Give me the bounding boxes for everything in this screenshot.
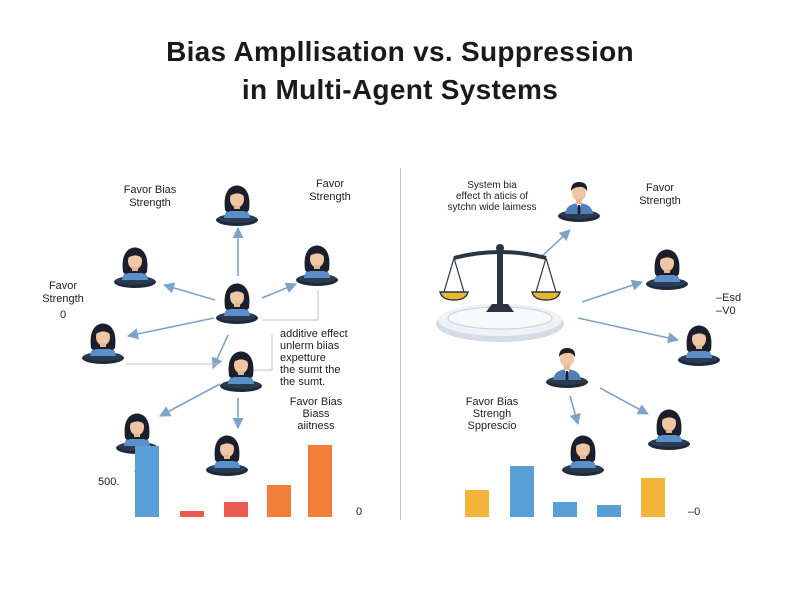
arrow-scale-to-right-lower xyxy=(577,317,680,344)
agent-right-top xyxy=(556,176,602,224)
label-line: Favor xyxy=(315,178,345,190)
label-line: Strengh xyxy=(472,408,512,420)
note-line: sytchn wide laimess xyxy=(447,202,537,213)
chart-bar xyxy=(597,505,621,517)
agent-female-icon xyxy=(676,320,722,368)
agent-left-upper-right xyxy=(294,240,340,288)
arrow-hub-to-left-middle xyxy=(126,317,215,340)
chart-bar xyxy=(180,511,204,517)
agent-female-icon xyxy=(294,240,340,288)
label-zero-left: 0 xyxy=(60,309,67,321)
label-line: Favor Bias xyxy=(465,396,519,408)
chart-up-arrow-icon xyxy=(134,458,158,472)
agent-left-center-lower xyxy=(218,346,264,394)
label-line: Strength xyxy=(639,195,681,207)
label-line: Favor Bias xyxy=(123,184,177,196)
agent-left-upper-left xyxy=(112,242,158,290)
arrow-mid-to-lower-left xyxy=(159,383,221,417)
note-line: expetture xyxy=(280,352,326,364)
axis-tick-500: 500. xyxy=(98,476,120,488)
panel-divider xyxy=(400,168,401,520)
agent-right-middle xyxy=(676,320,722,368)
arrow-hub-to-right-upper xyxy=(261,282,298,299)
agent-right-bottom xyxy=(560,430,606,478)
note-line: effect th aticis of xyxy=(455,191,529,202)
connector-hub-right xyxy=(262,290,319,321)
chart-bar xyxy=(135,446,159,517)
agent-right-center xyxy=(544,342,590,390)
note-line: the sumt. xyxy=(280,376,326,388)
diagram-title-line2: in Multi-Agent Systems xyxy=(241,74,559,105)
label-line: –V0 xyxy=(716,305,736,317)
agent-female-icon xyxy=(218,346,264,394)
chart-bar xyxy=(553,502,577,517)
agent-female-icon xyxy=(560,430,606,478)
agent-female-icon xyxy=(214,278,260,326)
chart-bar xyxy=(641,478,665,517)
agent-left-bottom xyxy=(204,430,250,478)
agent-female-icon xyxy=(112,242,158,290)
axis-tick-zero-left: 0 xyxy=(356,506,363,518)
arrow-hub-to-left-upper xyxy=(162,282,216,301)
label-line: Favor xyxy=(645,182,675,194)
arrow-agent-to-bottom xyxy=(569,395,581,426)
agent-female-icon xyxy=(80,318,126,366)
label-line: Strength xyxy=(129,197,171,209)
chart-bar xyxy=(510,466,534,517)
agent-female-icon xyxy=(644,244,690,292)
label-favor-bias-strength: Favor Bias Strength xyxy=(124,184,177,210)
agent-left-middle xyxy=(80,318,126,366)
label-chart-left: Favor Bias Biass aiitness xyxy=(290,396,343,432)
label-line: Favor xyxy=(48,280,78,292)
agent-left-hub xyxy=(214,278,260,326)
agent-right-upper xyxy=(644,244,690,292)
arrow-agent-to-lower-right xyxy=(599,387,649,415)
note-system-bias: System bia effect th aticis of sytchn wi… xyxy=(448,180,537,213)
arrow-scale-to-top-agent xyxy=(539,229,571,259)
agent-female-icon xyxy=(646,404,692,452)
label-line: –Esd xyxy=(716,292,742,304)
agent-female-icon xyxy=(214,180,260,228)
label-line: Strength xyxy=(42,293,84,305)
label-minus-values: –Esd –V0 xyxy=(716,292,741,318)
agent-right-lower xyxy=(646,404,692,452)
balance-scale-icon xyxy=(436,244,564,342)
label-favor-strength-left: Favor Strength xyxy=(42,280,84,306)
arrow-scale-to-right-upper xyxy=(581,279,644,303)
label-line: Favor Bias xyxy=(289,396,343,408)
label-favor-strength-right: Favor Strength xyxy=(639,182,681,208)
note-line: unlerm biias xyxy=(280,340,340,352)
label-chart-right: Favor Bias Strengh Spprescio xyxy=(466,396,519,432)
arrow-hub-to-bottom xyxy=(212,334,229,370)
agent-female-icon xyxy=(204,430,250,478)
chart-bar xyxy=(308,445,332,517)
chart-bar xyxy=(465,490,489,517)
label-line: Biass xyxy=(302,408,330,420)
note-line: System bia xyxy=(467,180,517,191)
chart-bar xyxy=(267,485,291,517)
chart-bar xyxy=(224,502,248,517)
note-line: additive effect xyxy=(280,328,348,340)
agent-male-icon xyxy=(556,176,602,224)
connector-hub-note xyxy=(246,334,273,371)
label-line: Strength xyxy=(309,191,351,203)
label-favor-strength-top-right: Favor Strength xyxy=(309,178,351,204)
note-line: the sumt the xyxy=(280,364,341,376)
diagram-title-line1: Bias Ampllisation vs. Suppression xyxy=(166,36,634,67)
agent-male-icon xyxy=(544,342,590,390)
note-additive-effect: additive effect unlerm biias expetture t… xyxy=(280,328,348,388)
label-line: Spprescio xyxy=(467,420,517,432)
label-line: aiitness xyxy=(297,420,335,432)
axis-tick-zero-right: –0 xyxy=(688,506,701,518)
agent-left-top xyxy=(214,180,260,228)
